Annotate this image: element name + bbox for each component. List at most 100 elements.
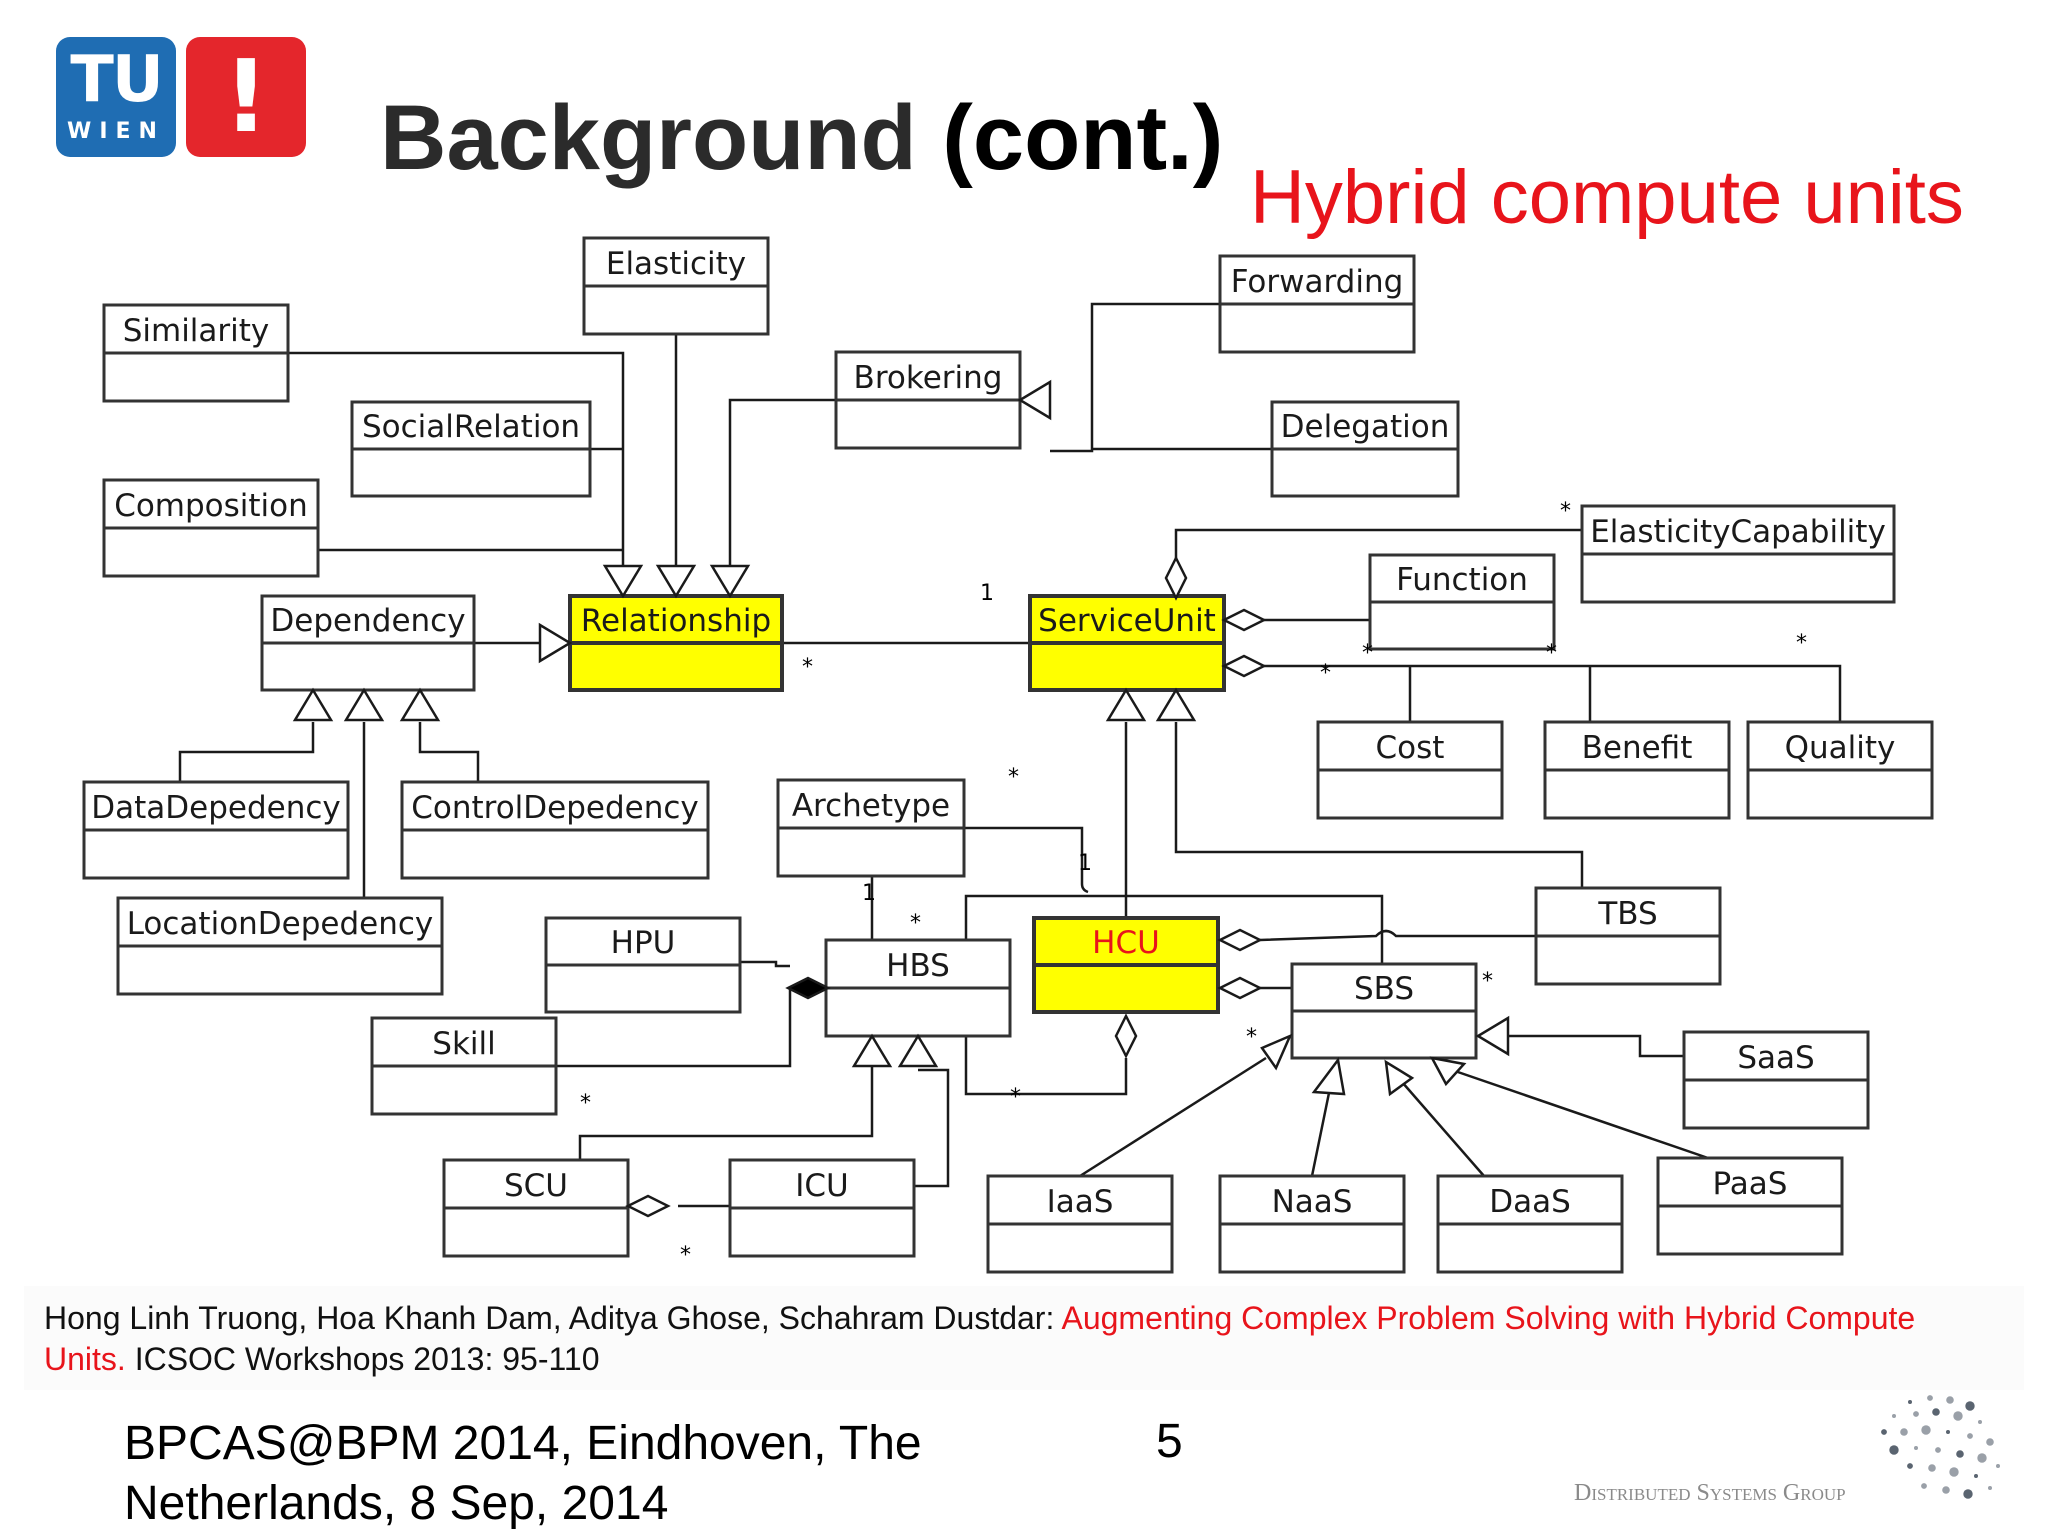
- class-box-hpu: HPU: [544, 916, 742, 1014]
- class-box-similarity: Similarity: [102, 303, 290, 403]
- generalization-arrow-brokering-sub: [1017, 379, 1052, 421]
- generalization-arrow-elasticity: [655, 564, 697, 599]
- multiplicity-arch-1: 1: [1078, 851, 1092, 876]
- dsg-logo-dots-icon: [1881, 1395, 2000, 1499]
- generalization-arrow-naas: [1311, 1056, 1346, 1096]
- class-name-benefit: Benefit: [1582, 730, 1693, 766]
- class-name-saas: SaaS: [1737, 1040, 1814, 1076]
- line-elasticitycapability-serviceunit: [1174, 528, 1582, 560]
- class-box-quality: Quality: [1746, 720, 1934, 820]
- dsg-dot: [1967, 1433, 1973, 1439]
- logo-exclamation-mark: !: [186, 37, 306, 157]
- class-box-serviceunit: ServiceUnit: [1028, 594, 1226, 692]
- line-controldepedency-dependency: [418, 722, 480, 782]
- generalization-arrow-datadepedency: [292, 687, 334, 722]
- dsg-dot: [1946, 1430, 1950, 1434]
- generalization-arrow-paas: [1429, 1056, 1467, 1087]
- multiplicity-hcu-hbs-star: *: [1010, 1085, 1021, 1110]
- distributed-systems-group-label: Distributed Systems Group: [1574, 1480, 1846, 1506]
- generalization-arrow-iaas: [1260, 1033, 1293, 1071]
- class-name-iaas: IaaS: [1047, 1184, 1114, 1220]
- aggregation-diamond-hcu-bottom: [1114, 1013, 1138, 1059]
- dsg-dot: [1953, 1411, 1963, 1421]
- multiplicity-rel-su-star: *: [802, 655, 813, 680]
- dsg-dot: [1914, 1446, 1918, 1450]
- dsg-dot: [1892, 1414, 1896, 1418]
- class-box-socialrelation: SocialRelation: [350, 400, 592, 498]
- composition-diamond-hpu: [785, 976, 831, 1000]
- class-box-elasticitycapability: ElasticityCapability: [1580, 504, 1896, 604]
- multiplicity-hbs-1: 1: [862, 881, 876, 906]
- line-brokering-relationship: [728, 398, 836, 566]
- dsg-dot: [1956, 1450, 1964, 1458]
- dsg-dot: [1921, 1483, 1927, 1489]
- class-name-skill: Skill: [432, 1026, 495, 1062]
- line-hpu-hbs: [740, 960, 790, 968]
- citation: Hong Linh Truong, Hoa Khanh Dam, Aditya …: [44, 1298, 1944, 1380]
- multiplicity-su-star: *: [1320, 661, 1331, 686]
- line-similarity-relationship: [288, 351, 625, 566]
- generalization-arrow-icu: [897, 1033, 939, 1068]
- class-box-iaas: IaaS: [986, 1174, 1174, 1274]
- aggregation-diamond-parts: [1221, 654, 1267, 678]
- generalization-arrow-locationdepedency: [343, 687, 385, 722]
- line-tbs-hcu: [1259, 929, 1536, 942]
- dsg-dot: [1986, 1438, 1994, 1446]
- line-daas-sbs: [1401, 1081, 1485, 1177]
- class-box-datadepedency: DataDepedency: [82, 780, 350, 880]
- class-box-controldepedency: ControlDepedency: [400, 780, 710, 880]
- class-name-serviceunit: ServiceUnit: [1038, 603, 1216, 639]
- class-name-brokering: Brokering: [854, 360, 1003, 396]
- class-name-similarity: Similarity: [123, 313, 270, 349]
- logo-tu-text: TU: [70, 43, 164, 117]
- class-box-daas: DaaS: [1436, 1174, 1624, 1274]
- dsg-dot: [1932, 1408, 1940, 1416]
- line-hcu-hbs-bottom: [964, 1036, 1128, 1096]
- relationship-markers: [292, 379, 1510, 1218]
- slide-title: Background (cont.): [380, 92, 1223, 184]
- aggregation-diamond-sbs: [1217, 976, 1263, 1000]
- aggregation-diamond-function: [1221, 608, 1267, 632]
- citation-paper-title: Augmenting Complex Problem Solving with …: [44, 1300, 1916, 1377]
- aggregation-diamond-scu: [625, 1194, 671, 1218]
- dsg-dot: [1949, 1467, 1959, 1477]
- class-box-saas: SaaS: [1682, 1030, 1870, 1130]
- class-box-elasticity: Elasticity: [582, 236, 770, 336]
- multiplicity-rel-su-1: 1: [980, 581, 994, 606]
- generalization-arrow-brokering: [709, 564, 751, 599]
- class-box-hcu: HCU: [1032, 916, 1220, 1014]
- class-name-naas: NaaS: [1272, 1184, 1353, 1220]
- class-box-function: Function: [1368, 553, 1556, 651]
- class-name-locationdepedency: LocationDepedency: [127, 906, 434, 942]
- class-box-archetype: Archetype: [776, 778, 966, 878]
- class-box-forwarding: Forwarding: [1218, 254, 1416, 354]
- class-name-tbs: TBS: [1597, 896, 1657, 932]
- slide-title-main: Background: [380, 87, 917, 189]
- class-name-dependency: Dependency: [270, 603, 465, 639]
- line-forwarding-brokering: [1050, 302, 1220, 453]
- dsg-dot: [1974, 1474, 1978, 1478]
- aggregation-diamond-tbs: [1217, 928, 1263, 952]
- line-skill-hbs: [556, 988, 792, 1068]
- line-icu-hbs: [914, 1068, 950, 1188]
- dsg-dot: [1935, 1447, 1941, 1453]
- generalization-arrow-saas: [1475, 1015, 1510, 1057]
- line-scu-hbs: [578, 1064, 874, 1160]
- dsg-dot: [1881, 1429, 1887, 1435]
- dsg-dot: [1913, 1411, 1919, 1417]
- multiplicity-labels: 1*******11******: [580, 499, 1807, 1268]
- citation-box: [24, 1286, 2024, 1390]
- dsg-dot: [1900, 1428, 1908, 1436]
- citation-venue: ICSOC Workshops 2013: 95-110: [125, 1341, 600, 1377]
- dsg-dot: [1928, 1464, 1936, 1472]
- class-name-quality: Quality: [1785, 730, 1896, 766]
- dsg-dot: [1942, 1486, 1950, 1494]
- association-lines: [178, 302, 1842, 1208]
- class-name-archetype: Archetype: [792, 788, 950, 824]
- class-name-paas: PaaS: [1713, 1166, 1788, 1202]
- slide-title-cont: (cont.): [942, 87, 1224, 189]
- multiplicity-hbs-star: *: [910, 911, 921, 936]
- aggregation-diamond-elasticitycapability: [1164, 555, 1188, 601]
- footer-venue-line2: Netherlands, 8 Sep, 2014: [124, 1477, 669, 1530]
- line-paas-sbs: [1451, 1068, 1709, 1160]
